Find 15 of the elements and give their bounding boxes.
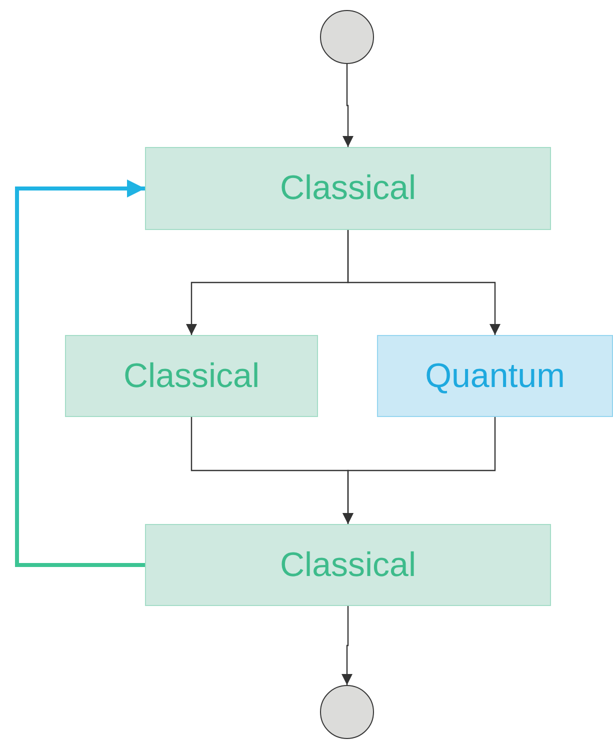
arrow bbox=[15, 180, 145, 567]
arrow bbox=[342, 417, 496, 524]
arrow bbox=[342, 606, 352, 685]
process-box bbox=[145, 147, 551, 230]
box-label: Quantum bbox=[425, 356, 565, 396]
process-box bbox=[145, 524, 551, 606]
arrow bbox=[342, 64, 354, 147]
box-label: Classical bbox=[280, 546, 416, 584]
arrow bbox=[347, 230, 500, 335]
process-box bbox=[65, 335, 318, 417]
terminal-circle bbox=[320, 685, 374, 739]
box-label: Classical bbox=[123, 356, 260, 396]
box-label: Classical bbox=[280, 169, 416, 208]
process-box bbox=[377, 335, 613, 417]
terminal-circle bbox=[320, 10, 374, 64]
